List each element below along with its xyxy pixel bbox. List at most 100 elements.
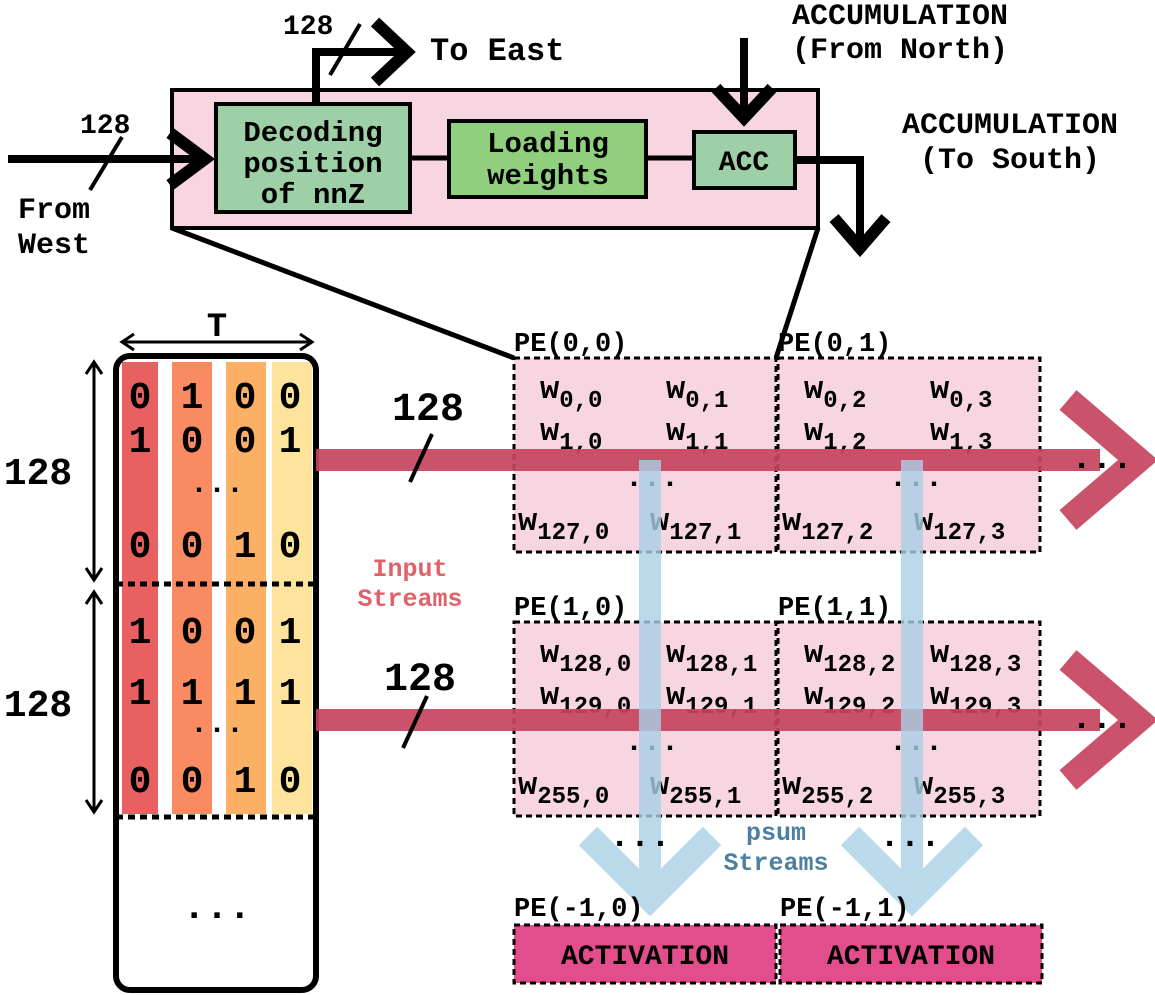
pe-weight-mid-right-symbol: w	[666, 413, 686, 450]
psum-stream-2-arrowhead	[840, 826, 984, 917]
block2-cell-0-3: 1	[279, 612, 302, 655]
to-east-label: To East	[430, 33, 564, 70]
decoding-label-3: of nnZ	[261, 179, 365, 212]
west-bus-width: 128	[80, 111, 130, 142]
north-accum-arrowhead	[711, 83, 777, 127]
block1-height-label: 128	[4, 453, 72, 496]
pe-weight-top-right: w128,1	[666, 635, 757, 679]
t-dimension-arrow-left	[119, 332, 135, 352]
pe-weight-mid-left-symbol: w	[540, 413, 560, 450]
pe-weight-bottom-left-symbol: w	[518, 767, 538, 804]
zoom-line-left	[171, 225, 515, 361]
block1-cell-2-1: 0	[181, 526, 204, 569]
pe-detail-block: 128 From West 128 To East Decoding posit…	[8, 0, 1118, 361]
pe-boxes: PE(0,0)w0,0w0,1w1,0w1,1...w127,0w127,1PE…	[512, 330, 1042, 818]
block1-cell-1-2: 0	[234, 421, 257, 464]
pe-weight-bottom-left: w255,2	[782, 767, 873, 811]
pe-weight-mid-right-symbol: w	[666, 677, 686, 714]
pe-weight-bottom-left-symbol: w	[782, 767, 802, 804]
loading-label-1: Loading	[487, 128, 609, 161]
input-bus-2-slash	[401, 695, 429, 749]
pe-weight-top-left-symbol: w	[540, 635, 560, 672]
activation-pe-1: PE(-1,1)ACTIVATION	[778, 895, 1044, 985]
accum-south-label-1: ACCUMULATION	[902, 109, 1118, 143]
pe-weight-top-left: w128,2	[804, 635, 895, 679]
east-bus-width: 128	[283, 12, 333, 43]
pe-weight-top-right: w0,1	[666, 371, 728, 415]
block2-dimension-arrow-top	[84, 589, 104, 605]
block2-cell-1-2: 1	[234, 673, 257, 716]
block1-cell-1-3: 1	[279, 421, 302, 464]
row2-end-dots: ...	[1071, 701, 1132, 739]
block2-cell-2-1: 0	[181, 761, 204, 804]
input-streams-label-1: Input	[372, 555, 447, 584]
block2-dots: ...	[190, 708, 244, 742]
pe-weight-mid-right: w129,1	[666, 677, 757, 721]
block1-cell-2-0: 0	[129, 526, 152, 569]
block2-cell-1-3: 1	[279, 673, 302, 716]
activation-pe-label: PE(-1,0)	[514, 895, 644, 925]
matrix-column-stripe-1	[172, 362, 212, 814]
input-bus-1-width: 128	[392, 388, 464, 433]
from-west-label-2: West	[18, 229, 90, 263]
matrix-column-stripe-2	[226, 362, 266, 814]
pe-weight-bottom-left: w255,0	[518, 767, 609, 811]
block1-cell-0-0: 0	[129, 377, 152, 420]
activation-pe-label: PE(-1,1)	[780, 895, 910, 925]
block1-cell-1-0: 1	[129, 421, 152, 464]
pe-weight-top-right-subscript: 128,3	[949, 652, 1021, 679]
accum-north-label-1: ACCUMULATION	[792, 0, 1008, 34]
block1-cell-1-1: 0	[181, 421, 204, 464]
pe-weight-bottom-left-symbol: w	[782, 503, 802, 540]
block1-dots: ...	[190, 468, 244, 502]
pe-weight-top-right-subscript: 128,1	[685, 652, 757, 679]
east-output-line	[312, 48, 400, 104]
acc-label: ACC	[719, 148, 770, 179]
pe-weight-top-right-subscript: 0,3	[949, 388, 992, 415]
col1-end-dots: ...	[609, 819, 670, 857]
block2-cell-2-0: 0	[129, 761, 152, 804]
pe-weight-mid-left-symbol: w	[540, 677, 560, 714]
block2-cell-0-1: 0	[181, 612, 204, 655]
pe-weight-top-left-subscript: 0,0	[559, 388, 602, 415]
t-dimension-arrow-right	[299, 332, 315, 352]
pe-weight-mid-left-symbol: w	[804, 677, 824, 714]
west-input-arrowhead	[166, 128, 216, 190]
pe-weight-mid-right-symbol: w	[930, 677, 950, 714]
psum-streams-label-2: Streams	[723, 849, 828, 878]
pe-weight-bottom-left-subscript: 255,0	[537, 784, 609, 811]
pe-label: PE(0,1)	[778, 330, 891, 360]
south-accum-line	[795, 156, 864, 248]
block2-cell-1-0: 1	[129, 673, 152, 716]
block2-cell-0-2: 0	[234, 612, 257, 655]
row1-end-dots: ...	[1071, 441, 1132, 479]
decoding-label-2: position	[243, 148, 382, 181]
input-bus-1-slash	[408, 433, 434, 483]
input-streams	[316, 390, 1155, 790]
block1-cell-2-3: 0	[279, 526, 302, 569]
pe-weight-bottom-left: w127,2	[782, 503, 873, 547]
t-label: T	[207, 309, 227, 347]
pe-weight-bottom-left-symbol: w	[518, 503, 538, 540]
block1-cell-0-2: 0	[234, 377, 257, 420]
block2-cell-0-0: 1	[129, 612, 152, 655]
pe-weight-bottom-left-subscript: 127,0	[537, 520, 609, 547]
psum-streams	[578, 460, 984, 917]
matrix-bottom-dots: ...	[183, 887, 251, 930]
matrix-column-stripe-3	[272, 362, 312, 814]
input-bus-2-width: 128	[384, 658, 456, 703]
west-bus-slash	[88, 135, 124, 192]
pe-weight-top-right-symbol: w	[930, 371, 950, 408]
loading-label-2: weights	[487, 160, 609, 193]
block2-cell-2-3: 0	[279, 761, 302, 804]
pe-label: PE(1,0)	[514, 594, 627, 624]
col2-end-dots: ...	[879, 819, 940, 857]
from-west-label-1: From	[18, 194, 90, 228]
input-stream-2-arrowhead	[1059, 650, 1155, 790]
zoom-line-right	[773, 227, 821, 359]
pe-weight-bottom-left-subscript: 255,2	[801, 784, 873, 811]
